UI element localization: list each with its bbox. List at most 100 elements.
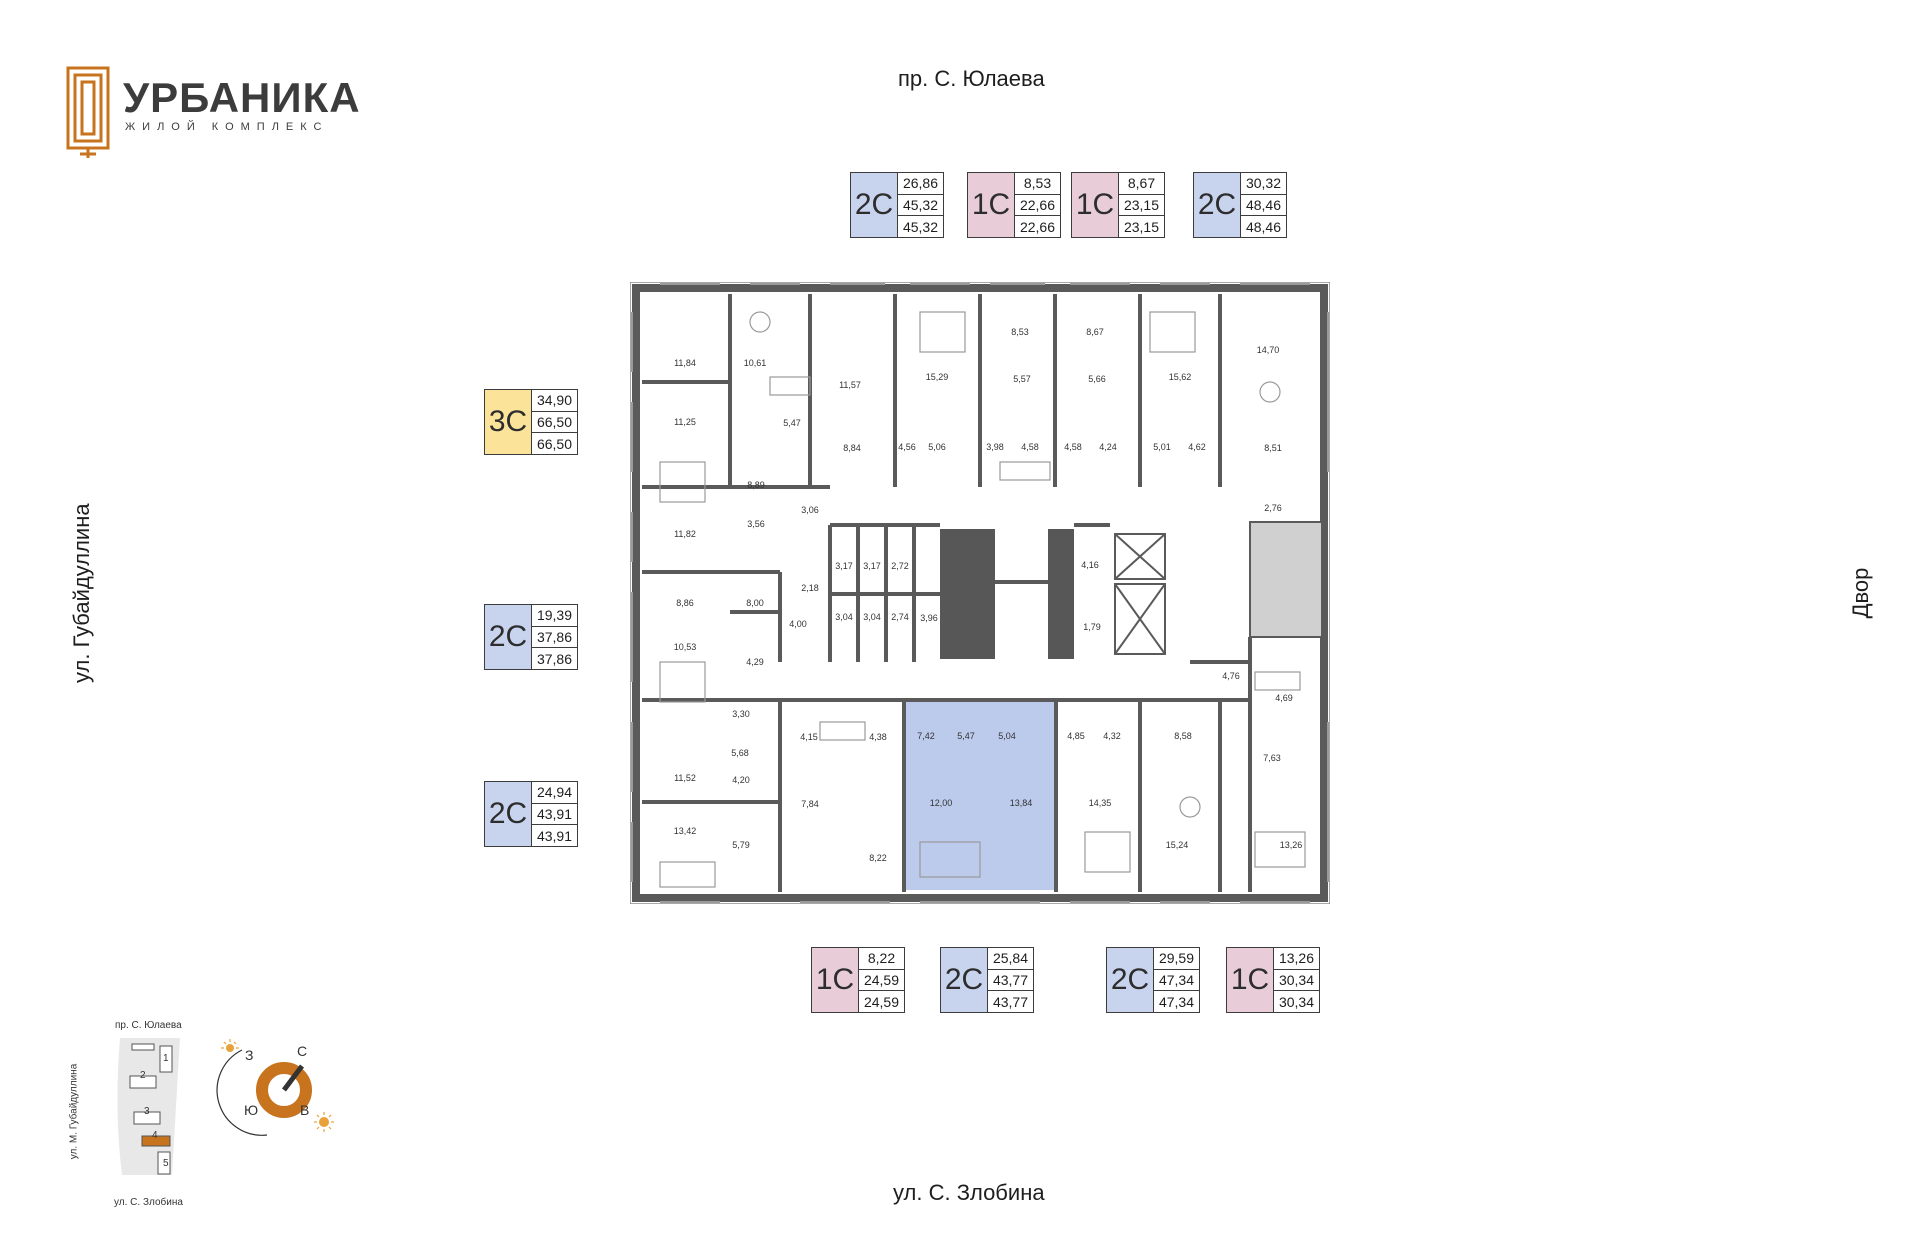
room-area: 3,17 (835, 561, 853, 571)
room-area: 3,17 (863, 561, 881, 571)
room-area: 4,16 (1081, 560, 1099, 570)
room-area: 2,18 (801, 583, 819, 593)
room-area: 11,57 (839, 380, 861, 390)
room-area: 8,86 (676, 598, 694, 608)
room-area: 11,84 (674, 358, 696, 368)
room-area: 4,69 (1275, 693, 1293, 703)
living-area: 30,32 (1241, 173, 1286, 195)
room-area: 4,62 (1188, 442, 1206, 452)
living-area: 8,67 (1119, 173, 1164, 195)
building-5 (157, 1151, 171, 1175)
total-area-with-balcony: 47,34 (1158, 993, 1195, 1010)
living-area: 19,39 (532, 605, 577, 627)
total-area: 37,86 (532, 627, 577, 649)
room-area: 4,85 (1067, 731, 1085, 741)
site-bottom-street: ул. С. Злобина (114, 1197, 183, 1208)
total-area-with-balcony: 37,86 (536, 650, 573, 667)
total-area: 66,50 (532, 412, 577, 434)
room-area: 3,06 (801, 505, 819, 515)
room-area: 15,24 (1166, 840, 1189, 850)
room-area: 13,26 (1280, 840, 1303, 850)
building-1-shape (131, 1043, 155, 1051)
room-area: 4,29 (746, 657, 764, 667)
living-area: 26,86 (898, 173, 943, 195)
room-area: 8,58 (1174, 731, 1192, 741)
sofa-icon (919, 841, 981, 878)
room-area: 4,00 (789, 619, 807, 629)
apartment-type: 2С (1107, 948, 1154, 1012)
compass-icon (216, 1039, 334, 1136)
room-area: 5,57 (1013, 374, 1031, 384)
building-label: 3 (144, 1106, 150, 1117)
room-area: 10,53 (674, 642, 697, 652)
apartment-type: 1С (1072, 173, 1119, 237)
elevator-shaft (1048, 529, 1074, 659)
bathtub-icon (769, 376, 811, 396)
living-area: 25,84 (988, 948, 1033, 970)
room-area: 11,52 (674, 773, 696, 783)
table-icon (749, 311, 771, 333)
building-label: 4 (152, 1130, 158, 1141)
room-area: 4,24 (1099, 442, 1117, 452)
street-top: пр. С. Юлаева (898, 66, 1045, 91)
room-area: 1,79 (1083, 622, 1101, 632)
total-area: 43,91 (532, 804, 577, 826)
room-area: 14,70 (1257, 345, 1280, 355)
site-top-street: пр. С. Юлаева (115, 1020, 182, 1031)
bathtub-icon (819, 721, 866, 741)
living-area: 8,53 (1015, 173, 1060, 195)
total-area-with-balcony: 43,91 (536, 827, 573, 844)
apartment-type: 1С (1227, 948, 1274, 1012)
total-area-with-balcony: 24,59 (863, 993, 900, 1010)
room-area: 3,98 (986, 442, 1004, 452)
corridor-south (780, 662, 1190, 700)
compass-south: Ю (244, 1102, 259, 1118)
apartment-type: 2С (485, 605, 532, 669)
table-icon (1179, 796, 1201, 818)
apartment-type: 1С (812, 948, 859, 1012)
room-area: 14,35 (1089, 798, 1112, 808)
site-plan-map (117, 1038, 180, 1175)
total-area-with-balcony: 66,50 (536, 435, 573, 452)
bed-icon (1149, 311, 1196, 353)
apartment-type: 2С (1194, 173, 1241, 237)
total-area-with-balcony: 22,66 (1019, 218, 1056, 235)
room-area: 15,62 (1169, 372, 1192, 382)
bathtub-icon (1254, 671, 1301, 691)
total-area: 22,66 (1015, 195, 1060, 217)
total-area-with-balcony: 30,34 (1278, 993, 1315, 1010)
apartment-type: 3С (485, 390, 532, 454)
compass-west: З (245, 1047, 254, 1063)
room-area: 2,72 (891, 561, 909, 571)
living-area: 13,26 (1274, 948, 1319, 970)
total-area-with-balcony: 23,15 (1123, 218, 1160, 235)
total-area-with-balcony: 45,32 (902, 218, 939, 235)
total-area: 24,59 (859, 970, 904, 992)
room-area: 4,58 (1021, 442, 1039, 452)
room-area: 8,67 (1086, 327, 1104, 337)
building-3 (133, 1111, 161, 1125)
building-1 (159, 1045, 173, 1073)
room-area: 13,42 (674, 826, 697, 836)
room-area: 3,56 (747, 519, 765, 529)
brand-name: УРБАНИКА (123, 74, 361, 121)
living-area: 24,94 (532, 782, 577, 804)
living-area: 8,22 (859, 948, 904, 970)
room-area: 5,01 (1153, 442, 1171, 452)
total-area: 45,32 (898, 195, 943, 217)
building-4-current[interactable] (141, 1135, 171, 1147)
total-area: 43,77 (988, 970, 1033, 992)
room-area: 12,00 (930, 798, 953, 808)
room-area: 4,32 (1103, 731, 1121, 741)
